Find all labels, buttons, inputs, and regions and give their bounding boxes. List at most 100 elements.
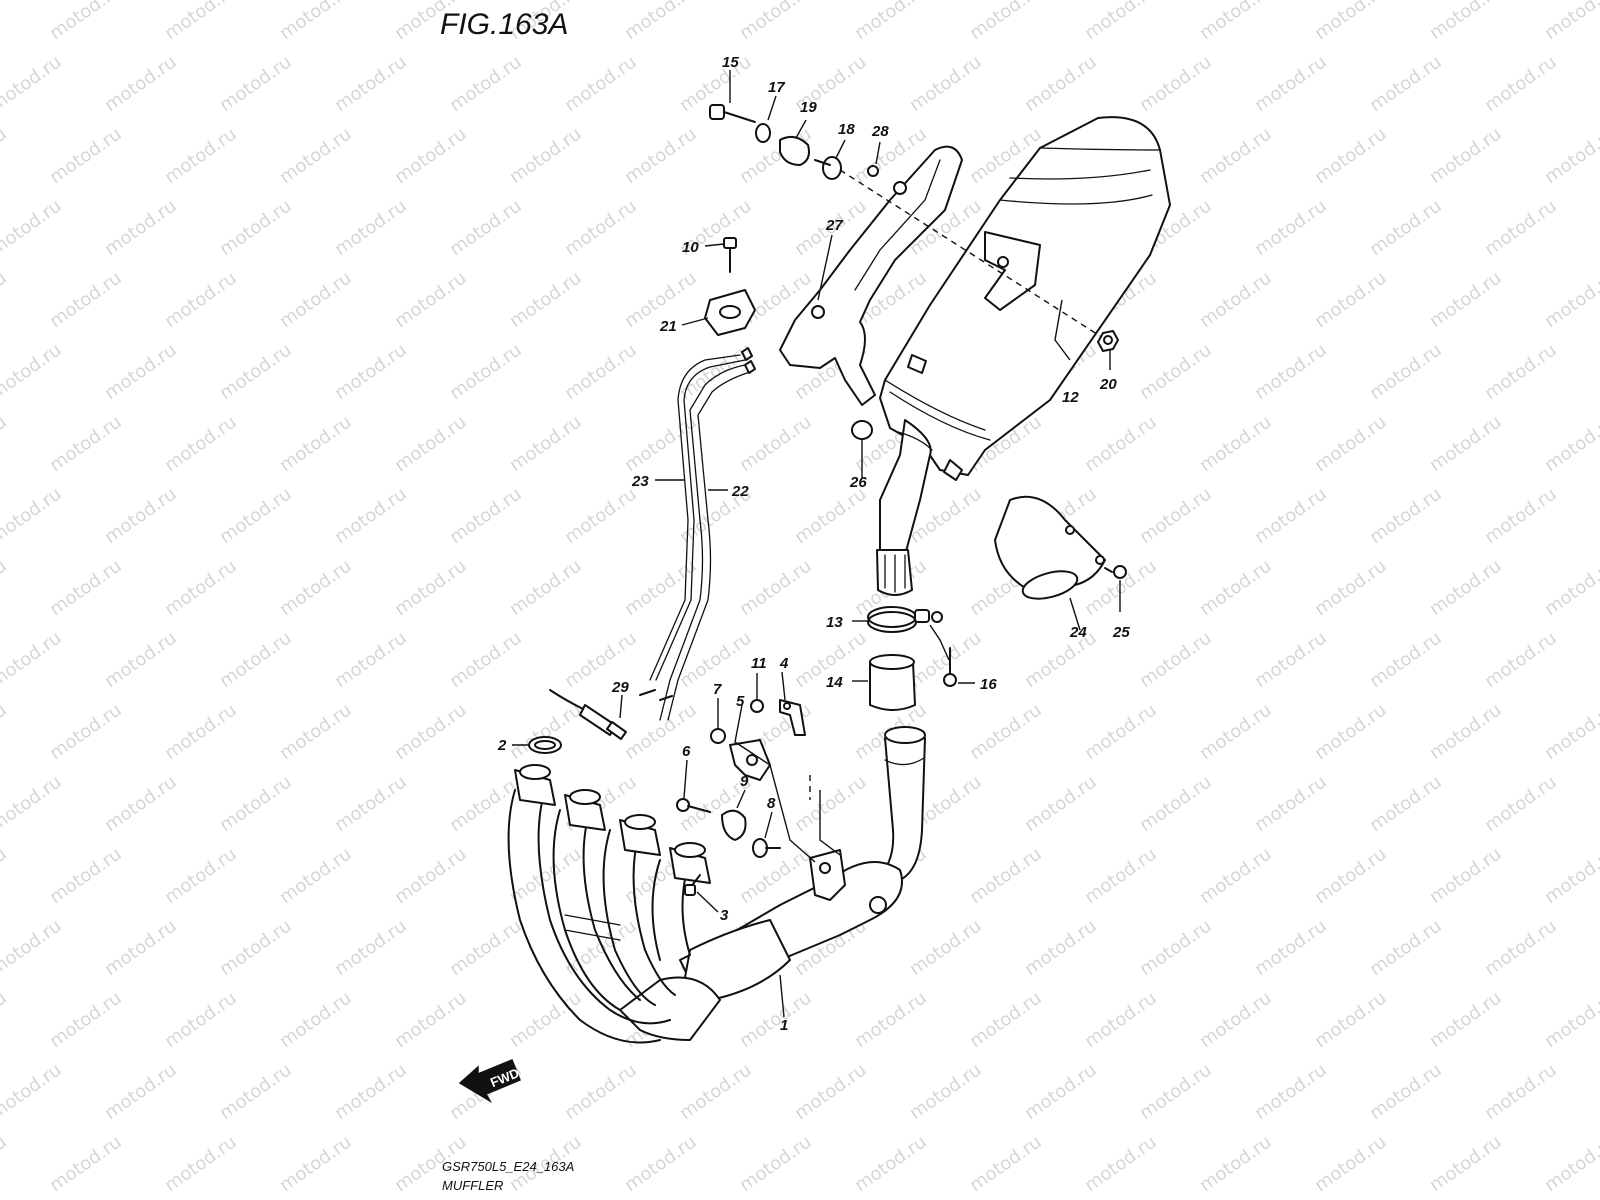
callout-25: 25 [1112, 624, 1130, 641]
watermark-text: motod.ru [331, 340, 411, 405]
watermark-text: motod.ru [1136, 628, 1216, 693]
watermark-text: motod.ru [736, 412, 816, 477]
watermark-text: motod.ru [446, 484, 526, 549]
callout-17: 17 [768, 79, 785, 96]
watermark-text: motod.ru [506, 124, 586, 189]
watermark-text: motod.ru [216, 340, 296, 405]
watermark-text: motod.ru [1426, 124, 1506, 189]
figure-name: MUFFLER [442, 1178, 503, 1193]
watermark-text: motod.ru [1136, 1060, 1216, 1125]
watermark-text: motod.ru [1081, 988, 1161, 1053]
watermark-text: motod.ru [1596, 628, 1600, 693]
watermark-text: motod.ru [966, 1132, 1046, 1197]
watermark-text: motod.ru [736, 556, 816, 621]
watermark-text: motod.ru [1366, 340, 1446, 405]
watermark-text: motod.ru [561, 484, 641, 549]
watermark-text: motod.ru [46, 124, 126, 189]
watermark-text: motod.ru [0, 772, 66, 837]
watermark-text: motod.ru [1021, 772, 1101, 837]
watermark-text: motod.ru [1426, 700, 1506, 765]
watermark-text: motod.ru [1251, 340, 1331, 405]
collar-8 [752, 838, 781, 858]
watermark-text: motod.ru [1481, 196, 1561, 261]
watermark-text: motod.ru [1311, 124, 1391, 189]
watermark-text: motod.ru [46, 268, 126, 333]
watermark-text: motod.ru [1021, 52, 1101, 117]
callout-19: 19 [800, 99, 817, 116]
mount-nut-11 [750, 699, 764, 713]
watermark-text: motod.ru [446, 196, 526, 261]
watermark-text: motod.ru [216, 1060, 296, 1125]
watermark-text: motod.ru [161, 556, 241, 621]
watermark-text: motod.ru [391, 700, 471, 765]
callout-28: 28 [871, 123, 889, 140]
watermark-text: motod.ru [46, 700, 126, 765]
watermark-text: motod.ru [1136, 772, 1216, 837]
watermark-text: motod.ru [736, 0, 816, 44]
watermark-text: motod.ru [276, 988, 356, 1053]
watermark-text: motod.ru [1136, 340, 1216, 405]
callout-29: 29 [611, 679, 629, 696]
watermark-text: motod.ru [1541, 700, 1600, 765]
callout-21: 21 [659, 318, 677, 335]
watermark-text: motod.ru [0, 844, 11, 909]
watermark-text: motod.ru [216, 628, 296, 693]
callout-7: 7 [713, 681, 722, 698]
watermark-text: motod.ru [0, 628, 66, 693]
callout-9: 9 [740, 773, 749, 790]
watermark-text: motod.ru [276, 844, 356, 909]
callout-22: 22 [731, 483, 749, 500]
watermark-text: motod.ru [851, 1132, 931, 1197]
watermark-text: motod.ru [101, 1060, 181, 1125]
callout-1: 1 [780, 1017, 788, 1034]
collar-18 [814, 156, 842, 180]
watermark-text: motod.ru [506, 988, 586, 1053]
callout-6: 6 [682, 743, 691, 760]
watermark-text: motod.ru [1366, 1060, 1446, 1125]
watermark-text: motod.ru [966, 0, 1046, 44]
watermark-text: motod.ru [1541, 844, 1600, 909]
watermark-text: motod.ru [0, 412, 11, 477]
watermark-text: motod.ru [1481, 1060, 1561, 1125]
watermark-text: motod.ru [0, 268, 11, 333]
muffler-mount-bolt [709, 104, 756, 123]
watermark-text: motod.ru [1081, 412, 1161, 477]
watermark-text: motod.ru [391, 124, 471, 189]
watermark-text: motod.ru [1311, 700, 1391, 765]
watermark-text: motod.ru [561, 52, 641, 117]
watermark-text: motod.ru [1196, 700, 1276, 765]
watermark-text: motod.ru [161, 412, 241, 477]
watermark-text: motod.ru [1541, 124, 1600, 189]
watermark-text: motod.ru [621, 1132, 701, 1197]
watermark-text: motod.ru [216, 916, 296, 981]
watermark-text: motod.ru [46, 412, 126, 477]
watermark-text: motod.ru [1481, 484, 1561, 549]
watermark-text: motod.ru [1196, 988, 1276, 1053]
watermark-text: motod.ru [1081, 1132, 1161, 1197]
watermark-text: motod.ru [1196, 0, 1276, 44]
watermark-text: motod.ru [0, 340, 66, 405]
watermark-text: motod.ru [446, 916, 526, 981]
callout-3: 3 [720, 907, 729, 924]
mount-nut-20 [1097, 330, 1119, 352]
watermark-text: motod.ru [161, 0, 241, 44]
watermark-text: motod.ru [851, 0, 931, 44]
watermark-text: motod.ru [446, 340, 526, 405]
watermark-text: motod.ru [1081, 844, 1161, 909]
watermark-text: motod.ru [101, 916, 181, 981]
watermark-text: motod.ru [0, 124, 11, 189]
watermark-text: motod.ru [331, 628, 411, 693]
watermark-text: motod.ru [621, 412, 701, 477]
watermark-text: motod.ru [0, 556, 11, 621]
muffler-gasket [851, 420, 873, 440]
callout-20: 20 [1099, 376, 1117, 393]
callout-18: 18 [838, 121, 855, 138]
watermark-text: motod.ru [161, 1132, 241, 1197]
watermark-text: motod.ru [46, 556, 126, 621]
watermark-text: motod.ru [1426, 268, 1506, 333]
washer-17 [755, 123, 771, 143]
watermark-text: motod.ru [1311, 844, 1391, 909]
callout-5: 5 [736, 693, 745, 710]
callout-12: 12 [1062, 389, 1079, 406]
muffler-inlet-pipe [876, 419, 933, 596]
